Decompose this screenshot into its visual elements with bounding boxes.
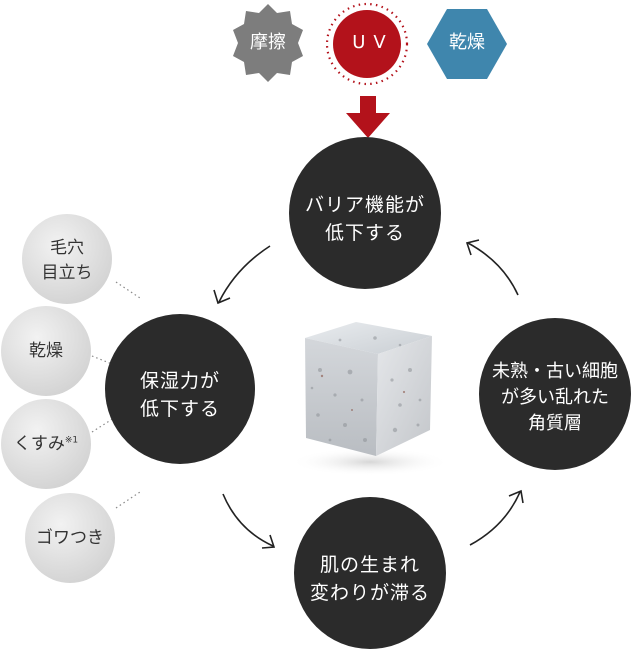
stratum-line3: 角質層 <box>528 413 582 435</box>
arrow-heads <box>213 239 524 549</box>
moisture-label: 保湿力が 低下する <box>105 368 255 423</box>
friction-label: 摩擦 <box>250 32 286 53</box>
uv-label: UV <box>352 32 394 53</box>
pores-line1: 毛穴 <box>50 238 84 258</box>
barrier-line2: 低下する <box>324 221 405 244</box>
cycle-arrows <box>218 242 521 547</box>
symptom-dryness-circle <box>1 306 91 396</box>
symptom-connectors <box>91 281 141 509</box>
dryness-symptom-label: 乾燥 <box>29 341 63 361</box>
arrow-bottom-to-right <box>469 491 521 546</box>
node-turnover <box>294 497 446 649</box>
friction-badge <box>233 4 303 82</box>
porous-cube-image <box>290 322 450 476</box>
turnover-label: 肌の生まれ 変わりが滞る <box>294 552 446 607</box>
arrow-top-to-left <box>218 245 271 303</box>
turnover-line1: 肌の生まれ <box>319 554 420 576</box>
turnover-line2: 変わりが滞る <box>309 581 430 604</box>
node-moisture <box>105 314 255 464</box>
stratum-label: 未熟・古い細胞 が多い乱れた 角質層 <box>479 359 631 437</box>
node-barrier <box>289 137 441 289</box>
arrow-right-to-top <box>467 242 519 296</box>
arrow-left-to-bottom <box>222 493 274 547</box>
dryness-badge <box>427 9 507 79</box>
pores-label: 毛穴 目立ち <box>22 236 112 285</box>
symptom-dullness-circle <box>1 399 91 489</box>
barrier-label: バリア機能が 低下する <box>289 192 441 247</box>
moisture-line2: 低下する <box>139 397 220 420</box>
dullness-text: くすみ <box>13 434 65 454</box>
uv-badge <box>333 10 401 78</box>
barrier-line1: バリア機能が <box>304 194 425 216</box>
dullness-note: ※1 <box>64 435 79 446</box>
node-stratum <box>479 318 631 470</box>
symptom-roughness-circle <box>25 493 115 583</box>
pores-line2: 目立ち <box>41 262 93 283</box>
uv-down-arrow <box>346 96 390 138</box>
roughness-label: ゴワつき <box>36 528 104 548</box>
dryness-cause-label: 乾燥 <box>449 32 485 53</box>
stratum-line2: が多い乱れた <box>501 387 609 409</box>
moisture-line1: 保湿力が <box>139 370 220 392</box>
symptom-pores-circle <box>22 214 112 304</box>
uv-badge-dots <box>325 2 409 86</box>
stratum-line1: 未熟・古い細胞 <box>492 361 618 382</box>
dullness-label: くすみ※1 <box>1 432 91 457</box>
